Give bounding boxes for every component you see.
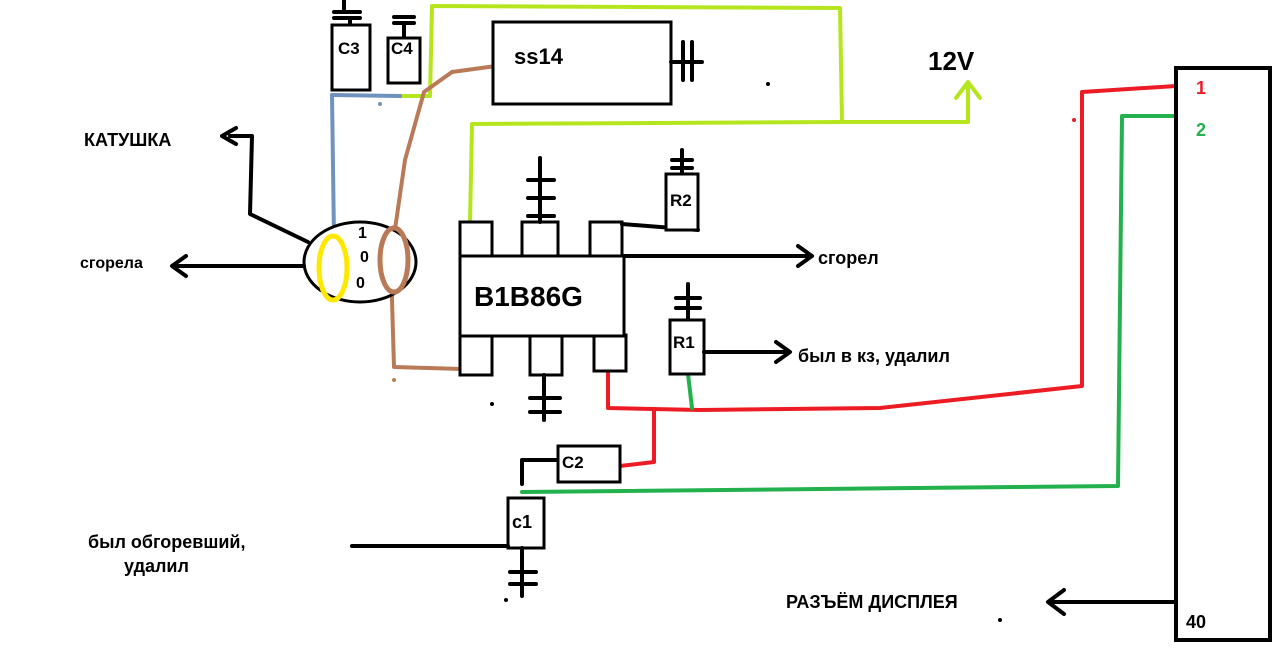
coil-winding-brown xyxy=(377,225,411,295)
r1-label: R1 xyxy=(673,333,695,352)
coil-value-line-2: 0 xyxy=(360,249,369,266)
ic-label: B1B86G xyxy=(474,281,583,312)
coil-value-line-3: 0 xyxy=(356,275,365,292)
wire-blue xyxy=(330,93,402,240)
c4-label: C4 xyxy=(391,39,413,58)
stray-dots xyxy=(378,82,1076,622)
wire-12v xyxy=(398,4,982,224)
ic-b1b86g: B1B86G xyxy=(458,156,628,422)
c1-label: c1 xyxy=(512,512,532,532)
r1-note-label: был в кз, удалил xyxy=(798,346,950,366)
c1-note-line-2: удалил xyxy=(124,556,189,576)
coil-value-line-1: 1 xyxy=(358,225,367,242)
resistor-r2: R2 xyxy=(664,148,700,232)
coil-burned-arrow xyxy=(170,254,306,278)
ic-burned-label: сгорел xyxy=(818,248,879,268)
ss14-label: ss14 xyxy=(514,44,564,69)
coil-winding-yellow xyxy=(316,233,350,303)
power-12v-label: 12V xyxy=(928,46,975,76)
wire-brown xyxy=(390,64,498,371)
wire-red xyxy=(606,84,1178,468)
wire-green xyxy=(520,114,1178,494)
capacitor-c1: c1 xyxy=(350,496,546,598)
c1-note-line-1: был обгоревший, xyxy=(88,532,246,552)
resistor-r1: R1 xyxy=(668,282,792,376)
connector-label: РАЗЪЁМ ДИСПЛЕЯ xyxy=(786,592,958,612)
c3-label: C3 xyxy=(338,39,360,58)
connector-arrow xyxy=(1046,588,1178,616)
coil-label: КАТУШКА xyxy=(84,130,171,150)
coil-pointer xyxy=(220,126,310,244)
coil-ring: 1 0 0 xyxy=(302,220,418,304)
ic-burned-arrow xyxy=(622,244,814,268)
r2-label: R2 xyxy=(670,191,692,210)
connector-pin-1-label: 1 xyxy=(1196,78,1206,98)
capacitor-c3: C3 xyxy=(330,0,372,92)
connector-pin-2-label: 2 xyxy=(1196,120,1206,140)
connector-pin-40-label: 40 xyxy=(1186,612,1206,632)
display-connector: 1 2 40 xyxy=(1174,66,1272,642)
capacitor-c4: C4 xyxy=(386,15,422,85)
c2-label: C2 xyxy=(562,453,584,472)
capacitor-c2: C2 xyxy=(520,444,622,486)
coil-burned-label: сгорела xyxy=(80,255,143,272)
diode-ss14: ss14 xyxy=(491,20,704,106)
